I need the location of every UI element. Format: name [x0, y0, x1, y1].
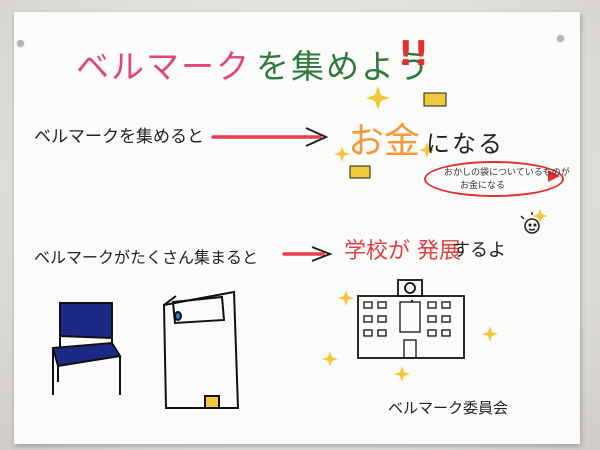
row2-will-text: するよ: [452, 240, 506, 261]
poster-title-exclaim: !!: [398, 34, 430, 74]
row2-many-collected-text: ベルマークがたくさん集まると: [34, 248, 259, 267]
speech-bubble-tail: [548, 170, 560, 182]
cabinet-drawing: [162, 290, 240, 409]
pin-top-right: [557, 35, 564, 42]
smiley-drawing: [520, 209, 547, 234]
sparkle-icon-group-school: [322, 290, 498, 382]
row1-becomes-text: になる: [426, 130, 504, 158]
row2-school-develop-text: 学校が 発展: [344, 239, 461, 264]
poster-title-bellmark: ベルマーク: [76, 47, 251, 86]
poster-title-collect: を集めよう: [256, 47, 431, 86]
row1-money-text: お金: [348, 121, 421, 162]
committee-signature: ベルマーク委員会: [388, 399, 509, 417]
speech-bubble: [424, 161, 564, 197]
pin-top-left: [17, 40, 24, 47]
chair-drawing: [51, 302, 122, 395]
school-building-drawing: [357, 279, 465, 359]
speech-bubble-line2: お金になる: [460, 181, 506, 191]
sparkle-icon-group-money: [334, 86, 447, 179]
arrow-icon-1: [211, 127, 329, 147]
arrow-icon-2: [282, 246, 333, 262]
row1-collect-text: ベルマークを集めると: [34, 127, 204, 147]
speech-bubble-line1: おかしの袋についているものが: [444, 168, 570, 178]
poster-sheet: [14, 12, 580, 444]
